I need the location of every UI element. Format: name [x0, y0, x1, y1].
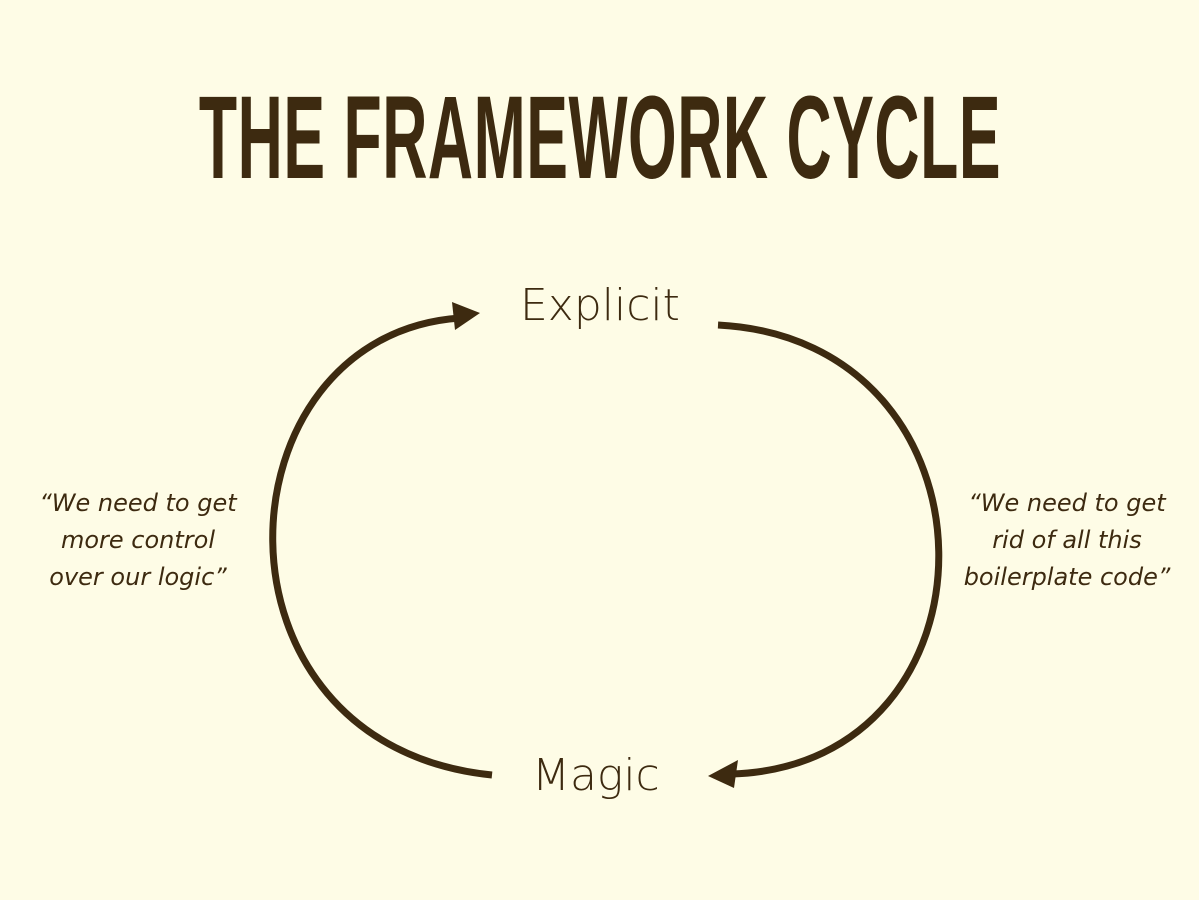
quote-line: more control — [60, 526, 216, 554]
slide-title: THE FRAMEWORK CYCLE — [198, 72, 1001, 204]
quote-line: rid of all this — [992, 526, 1142, 554]
arrowhead-magic-icon — [708, 760, 738, 788]
quote-right: “We need to get rid of all this boilerpl… — [937, 485, 1197, 596]
quote-line: over our logic” — [49, 563, 227, 591]
arrow-explicit-to-magic — [717, 321, 943, 778]
quote-line: “We need to get — [968, 489, 1166, 517]
quote-line: “We need to get — [39, 489, 237, 517]
quote-left: “We need to get more control over our lo… — [8, 485, 268, 596]
arrowhead-explicit-icon — [452, 302, 480, 330]
node-magic: Magic — [532, 750, 660, 801]
node-explicit: Explicit — [520, 280, 680, 331]
quote-line: boilerplate code” — [963, 563, 1171, 591]
arrow-magic-to-explicit — [269, 314, 493, 779]
